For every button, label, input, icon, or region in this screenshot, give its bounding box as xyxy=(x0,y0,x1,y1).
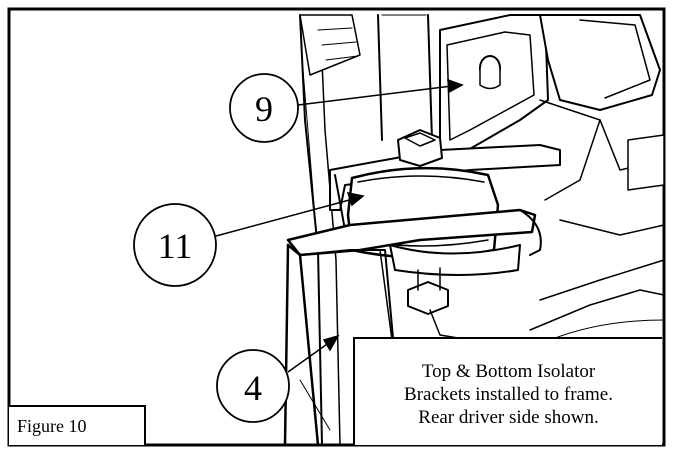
callout-11: 11 xyxy=(133,203,217,287)
mechanical-illustration xyxy=(283,14,665,447)
callout-9: 9 xyxy=(229,73,299,143)
callout-label: 4 xyxy=(244,368,262,408)
figure-label: Figure 10 xyxy=(9,405,146,445)
caption-box: Top & Bottom Isolator Brackets installed… xyxy=(353,337,662,445)
callout-4: 4 xyxy=(216,349,290,423)
callout-label: 9 xyxy=(255,89,273,129)
leader-lines xyxy=(215,78,464,373)
callout-label: 11 xyxy=(158,226,193,266)
callout-circle xyxy=(133,203,217,287)
caption-line: Brackets installed to frame. xyxy=(404,383,613,405)
caption-line: Top & Bottom Isolator xyxy=(421,360,596,382)
callout-circle xyxy=(229,73,299,143)
caption-line: Rear driver side shown. xyxy=(418,406,599,428)
callout-circle xyxy=(216,349,290,423)
